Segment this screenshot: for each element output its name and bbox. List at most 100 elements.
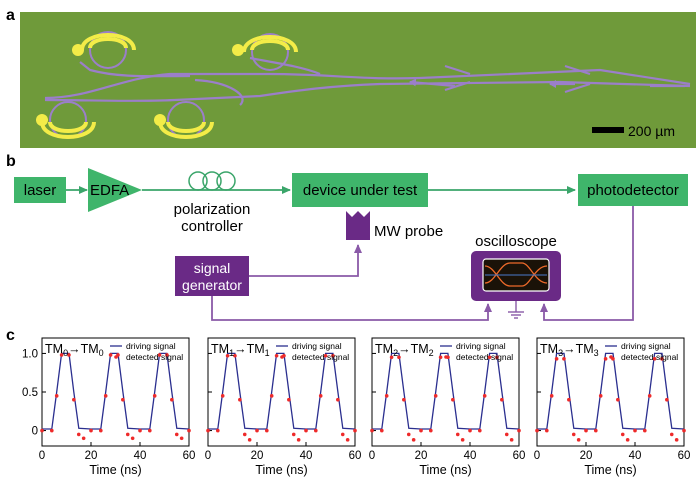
legend-detected: detected signal [126, 352, 183, 362]
detected-point [187, 428, 191, 433]
detected-point [54, 394, 59, 398]
detected-point [81, 436, 86, 441]
waveguide-network [44, 56, 691, 106]
driving-signal-line [537, 352, 685, 430]
x-tick-label: 20 [85, 450, 98, 462]
detected-point [157, 353, 162, 357]
panel-a-letter: a [6, 7, 15, 24]
legend-point-swatch [609, 355, 613, 359]
legend-detected: detected signal [621, 352, 678, 362]
mode-label: TM0→TM0 [45, 342, 104, 358]
edfa-amplifier-icon [88, 168, 142, 212]
detected-point [108, 353, 113, 357]
detected-point [170, 397, 174, 402]
detected-point [460, 438, 465, 442]
oscilloscope-icon [471, 251, 561, 301]
detected-point [40, 428, 44, 433]
detected-point [152, 394, 157, 398]
detected-point [482, 394, 487, 398]
detected-point [238, 397, 242, 402]
legend-point-swatch [280, 355, 284, 359]
x-tick-label: 60 [183, 450, 196, 462]
detected-point [72, 397, 76, 402]
detected-point [478, 428, 482, 433]
x-tick-label: 0 [205, 450, 211, 462]
detected-point [455, 432, 460, 437]
detected-point [76, 432, 81, 437]
electrode-pads [36, 44, 244, 126]
detected-point [345, 438, 350, 442]
legend-point-swatch [444, 355, 448, 359]
oscilloscope-label: oscilloscope [475, 233, 557, 250]
scale-bar [592, 127, 624, 133]
detected-point [287, 397, 291, 402]
driving-signal-line [208, 352, 356, 430]
detected-point [660, 357, 664, 361]
legend-driving: driving signal [456, 341, 506, 351]
x-tick-label: 60 [513, 450, 526, 462]
detected-point [517, 428, 521, 433]
x-axis-title: Time (ns) [584, 463, 636, 477]
detected-point [216, 428, 220, 433]
detected-point [402, 397, 406, 402]
detected-point [174, 432, 179, 437]
x-axis-title: Time (ns) [89, 463, 141, 477]
detected-point [397, 355, 401, 360]
edfa-label: EDFA [90, 182, 129, 199]
legend-detected: detected signal [292, 352, 349, 362]
detected-point [509, 438, 514, 442]
detected-point [165, 353, 169, 357]
detected-point [370, 428, 374, 433]
detected-point [340, 432, 345, 437]
detected-point [331, 353, 335, 358]
link-generator-probe [249, 244, 362, 277]
x-tick-label: 60 [349, 450, 362, 462]
panel-b-letter: b [6, 153, 16, 170]
mode-label: TM1→TM1 [211, 342, 270, 358]
x-tick-label: 40 [300, 450, 313, 462]
x-tick-label: 60 [678, 450, 691, 462]
detected-point [384, 394, 389, 398]
detected-point [603, 357, 608, 361]
device-under-test-label: device under test [303, 182, 418, 199]
detected-point [584, 428, 588, 433]
detected-point [495, 355, 499, 360]
y-tick-label: 1.0 [22, 348, 38, 360]
mw-probe-label: MW probe [374, 223, 443, 240]
y-tick-label: 0 [32, 426, 38, 438]
driving-signal-line [372, 352, 520, 430]
x-tick-label: 20 [251, 450, 264, 462]
signal-generator-line2: generator [182, 277, 242, 293]
detected-point [121, 397, 125, 402]
detected-point [616, 397, 620, 402]
detected-point [242, 432, 247, 437]
detected-point [336, 397, 340, 402]
detected-point [59, 353, 64, 357]
polarization-controller-line1: polarization [174, 201, 251, 218]
detected-point [99, 428, 103, 433]
detected-point [625, 438, 630, 442]
detected-point [269, 394, 274, 398]
detected-point [567, 397, 571, 402]
detected-point [620, 432, 625, 437]
detected-point [148, 428, 152, 433]
detected-point [233, 353, 237, 358]
laser-box [14, 177, 66, 203]
detected-point [103, 394, 108, 398]
detected-point [389, 355, 394, 360]
detected-point [545, 428, 549, 433]
detected-point [468, 428, 472, 433]
x-tick-label: 40 [464, 450, 477, 462]
detected-point [669, 432, 674, 437]
detected-point [433, 394, 438, 398]
x-tick-label: 0 [39, 450, 45, 462]
mode-label: TM3→TM3 [540, 342, 599, 358]
microring-electrodes [40, 31, 298, 139]
detected-point [674, 438, 679, 442]
detected-point [255, 428, 259, 433]
y-tick-label: 0.5 [22, 387, 38, 399]
legend-driving: driving signal [621, 341, 671, 351]
